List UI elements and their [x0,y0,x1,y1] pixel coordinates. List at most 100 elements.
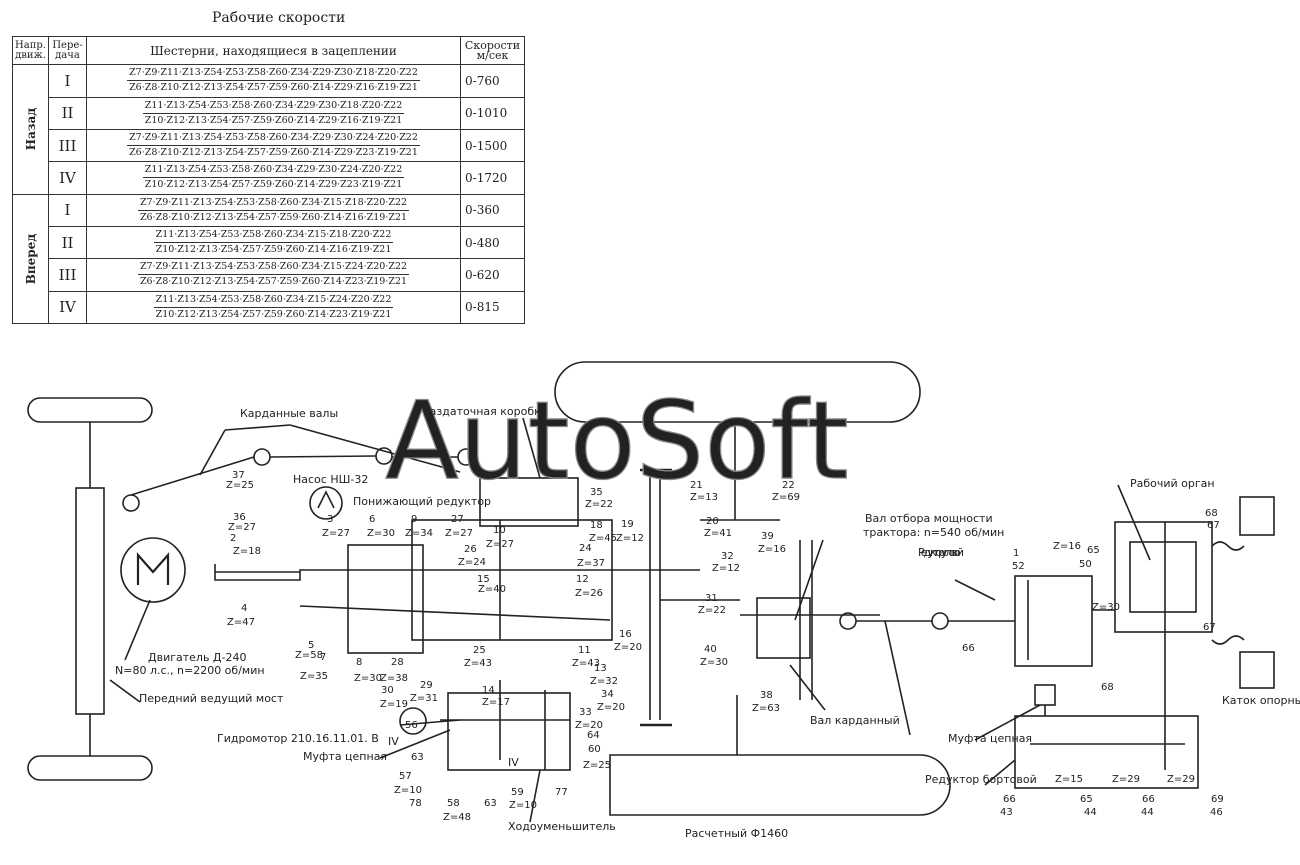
speed-cell: 0-1010 [460,96,525,130]
pump-circle [309,486,343,520]
callout-teeth: Z=12 [616,533,644,544]
hydromotor-circle [399,707,427,735]
callout-teeth: Z=27 [486,539,514,550]
speed-cell: 0-480 [460,225,525,260]
callout-teeth: Z=41 [704,528,732,539]
callout-number: 34 [601,689,614,700]
ratio-numerator: Z7·Z9·Z11·Z13·Z54·Z53·Z58·Z60·Z34·Z29·Z3… [127,66,420,82]
callout-teeth: Z=32 [590,676,618,687]
label-transfer-box: Раздаточная коробка [423,405,548,418]
callout-teeth: Z=43 [464,658,492,669]
callout-number: 32 [721,551,734,562]
ratio-numerator: Z11·Z13·Z54·Z53·Z58·Z60·Z34·Z15·Z24·Z20·… [153,293,394,308]
callout-number: 35 [590,487,603,498]
callout-teeth: Z=12 [712,563,740,574]
gear-ratio-cell: Z7·Z9·Z11·Z13·Z54·Z53·Z58·Z60·Z34·Z15·Z2… [86,258,461,292]
callout-number: 18 [590,520,603,531]
label-creeper: Ходоуменьшитель [508,820,616,833]
callout-teeth: Z=29 [1112,774,1140,785]
callout-number: 77 [555,787,568,798]
callout-teeth: Z=20 [575,720,603,731]
side-reducer [1014,715,1199,789]
label-support-roller: Каток опорный [1222,694,1300,707]
callout-teeth: Z=69 [772,492,800,503]
callout-teeth: Z=47 [227,617,255,628]
gear-cell: II [48,96,87,130]
callout-teeth: Z=20 [614,642,642,653]
callout-number: 19 [621,519,634,530]
label-cardan-shafts: Карданные валы [240,407,338,420]
callout-teeth: Z=24 [458,557,486,568]
callout-number: 66 [1142,794,1155,805]
gear-cell: I [48,64,87,98]
callout-teeth: Z=34 [405,528,433,539]
gear-cell: III [48,258,87,292]
callout-number: 30 [381,685,394,696]
callout-number: 37 [232,470,245,481]
callout-number: 63 [411,752,424,763]
ratio-denominator: Z6·Z8·Z10·Z12·Z13·Z54·Z57·Z59·Z60·Z14·Z2… [129,82,418,94]
label-hydromotor: Гидромотор 210.16.11.01. В [217,732,379,745]
callout-number: 60 [588,744,601,755]
callout-teeth: Z=30 [700,657,728,668]
callout-number: 40 [704,644,717,655]
callout-teeth: Z=35 [300,671,328,682]
callout-number: 67 [1203,622,1216,633]
callout-teeth: Z=28 [0,0,28,3]
callout-teeth: Z=43 [572,658,600,669]
callout-number: 78 [409,798,422,809]
direction-cell: Назад [12,64,49,195]
callout-number: 63 [484,798,497,809]
callout-number: 59 [511,787,524,798]
speed-cell: 0-1720 [460,161,525,195]
callout-number: 69 [1211,794,1224,805]
label-pto-spec: трактора: n=540 об/мин [863,526,1004,539]
label-angle-reducer: Редуктор угловой [918,546,964,559]
label-calc-diameter: Расчетный Ф1460 [685,827,788,840]
callout-teeth: Z=26 [575,588,603,599]
callout-teeth: Z=16 [1053,541,1081,552]
callout-number: 14 [482,685,495,696]
callout-number: 50 [1079,559,1092,570]
label-working-body: Рабочий орган [1130,477,1215,490]
callout-number: 3 [327,514,333,525]
callout-number: 58 [447,798,460,809]
callout-teeth: Z=30 [1092,602,1120,613]
gear-ratio-cell: Z11·Z13·Z54·Z53·Z58·Z60·Z34·Z29·Z30·Z18·… [86,96,461,130]
label-chain-clutch: Муфта цепная [303,750,387,763]
label-reduction-gear: Понижающий редуктор [353,495,491,508]
callout-teeth: Z=30 [367,528,395,539]
front-wheel-bottom [27,755,153,781]
gear-ratio-cell: Z11·Z13·Z54·Z53·Z58·Z60·Z34·Z15·Z24·Z20·… [86,290,461,325]
callout-number: 8 [356,657,362,668]
callout-teeth: Z=29 [1167,774,1195,785]
callout-number: 68 [1205,508,1218,519]
label-front-axle: Передний ведущий мост [139,692,284,705]
callout-teeth: Z=13 [690,492,718,503]
callout-number: 43 [1000,807,1013,818]
ratio-numerator: Z7·Z9·Z11·Z13·Z54·Z53·Z58·Z60·Z34·Z15·Z1… [137,196,410,211]
callout-teeth: Z=16 [758,544,786,555]
front-wheel-top [27,397,153,423]
speeds-table: Напр. движ. Пере- дача Шестерни, находящ… [12,35,525,325]
callout-number: 21 [690,480,703,491]
lower-drum [609,754,951,816]
callout-number: 25 [473,645,486,656]
callout-teeth: Z=31 [410,693,438,704]
gear-cell: II [48,225,87,260]
ratio-numerator: Z11·Z13·Z54·Z53·Z58·Z60·Z34·Z29·Z30·Z24·… [142,163,405,179]
callout-number: 2 [230,533,236,544]
callout-teeth: Z=58 [295,650,323,661]
label-roman-iv-1: IV [388,735,399,748]
callout-number: 4 [241,603,247,614]
callout-number: 38 [760,690,773,701]
ratio-numerator: Z11·Z13·Z54·Z53·Z58·Z60·Z34·Z15·Z18·Z20·… [153,228,394,244]
callout-number: 10 [493,525,506,536]
callout-number: 9 [411,514,417,525]
callout-teeth: Z=15 [1055,774,1083,785]
gear-ratio-cell: Z7·Z9·Z11·Z13·Z54·Z53·Z58·Z60·Z34·Z29·Z3… [86,128,461,163]
header-gear: Пере- дача [48,35,87,66]
callout-teeth: Z=30 [354,673,382,684]
